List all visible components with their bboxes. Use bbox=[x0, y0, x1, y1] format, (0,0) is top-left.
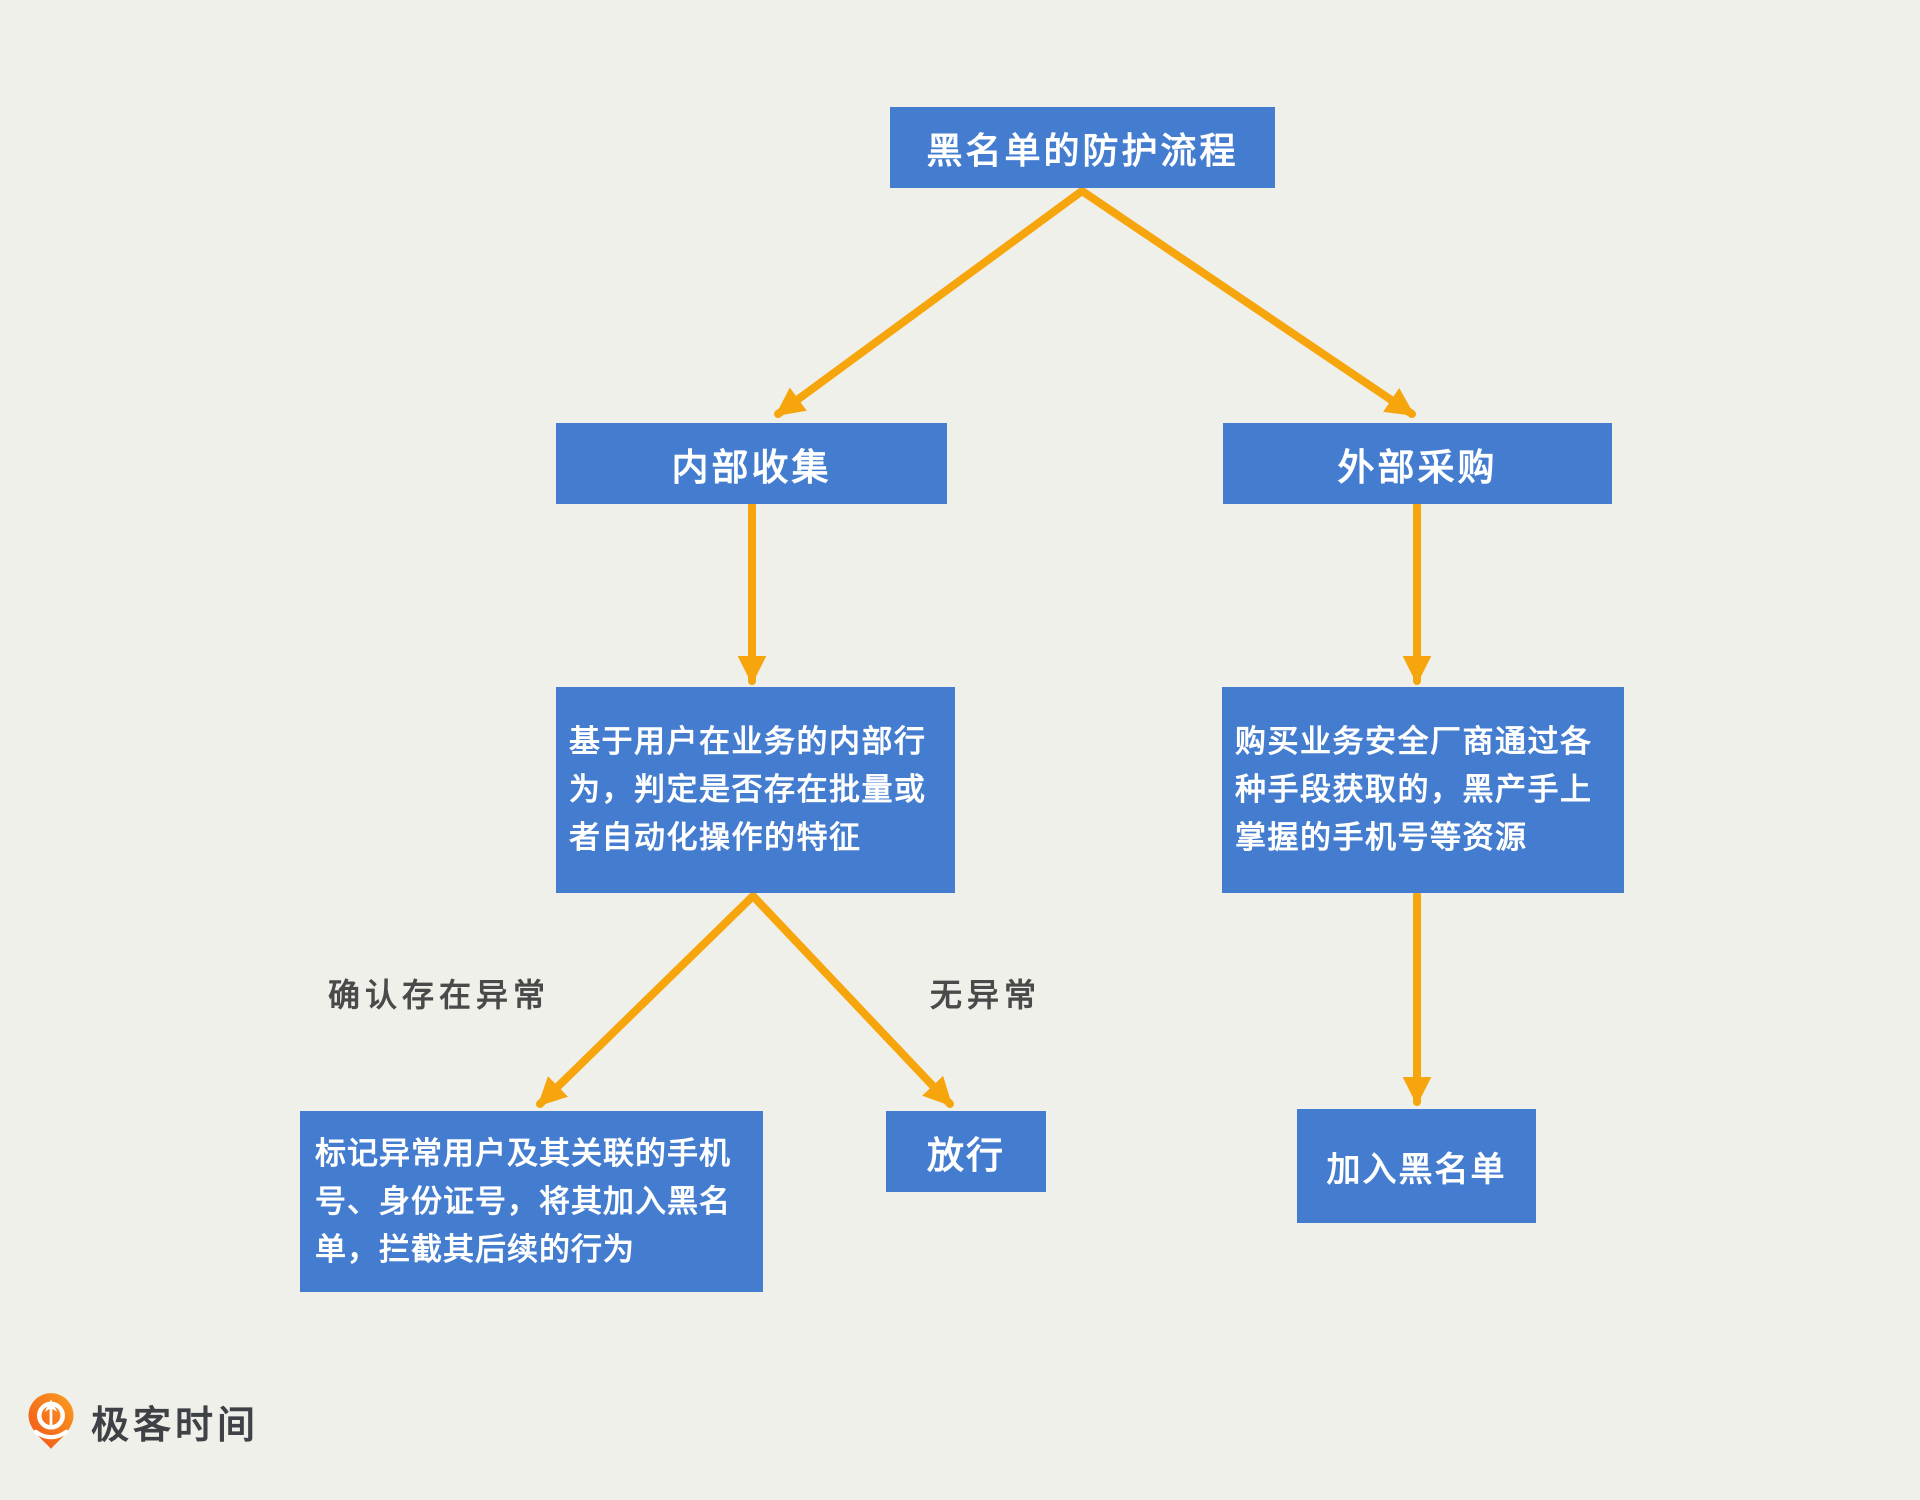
node-internal-behavior-detail: 基于用户在业务的内部行 为，判定是否存在批量或 者自动化操作的特征 bbox=[556, 687, 955, 893]
edge-label-abnormal-confirmed: 确认存在异常 bbox=[328, 976, 551, 1014]
node-external-purchase: 外部采购 bbox=[1223, 423, 1612, 504]
node-mark-abnormal-blacklist: 标记异常用户及其关联的手机 号、身份证号，将其加入黑名 单，拦截其后续的行为 bbox=[300, 1111, 763, 1292]
geektime-logo: 极客时间 bbox=[24, 1390, 259, 1452]
edge-detail-to-mark bbox=[536, 892, 757, 1108]
node-external-purchase-detail: 购买业务安全厂商通过各 种手段获取的，黑产手上 掌握的手机号等资源 bbox=[1222, 687, 1624, 893]
geektime-logo-icon bbox=[28, 1393, 74, 1449]
node-internal-collect: 内部收集 bbox=[556, 423, 947, 504]
node-blacklist-process-title: 黑名单的防护流程 bbox=[890, 107, 1275, 188]
node-join-blacklist: 加入黑名单 bbox=[1297, 1109, 1536, 1223]
edge-label-no-abnormal: 无异常 bbox=[930, 976, 1042, 1014]
edge-title-to-internal bbox=[774, 187, 1086, 418]
logo-text: 极客时间 bbox=[91, 1402, 260, 1447]
node-release: 放行 bbox=[886, 1111, 1046, 1192]
edge-title-to-external bbox=[1078, 187, 1416, 418]
edge-detail-to-release bbox=[749, 892, 954, 1108]
